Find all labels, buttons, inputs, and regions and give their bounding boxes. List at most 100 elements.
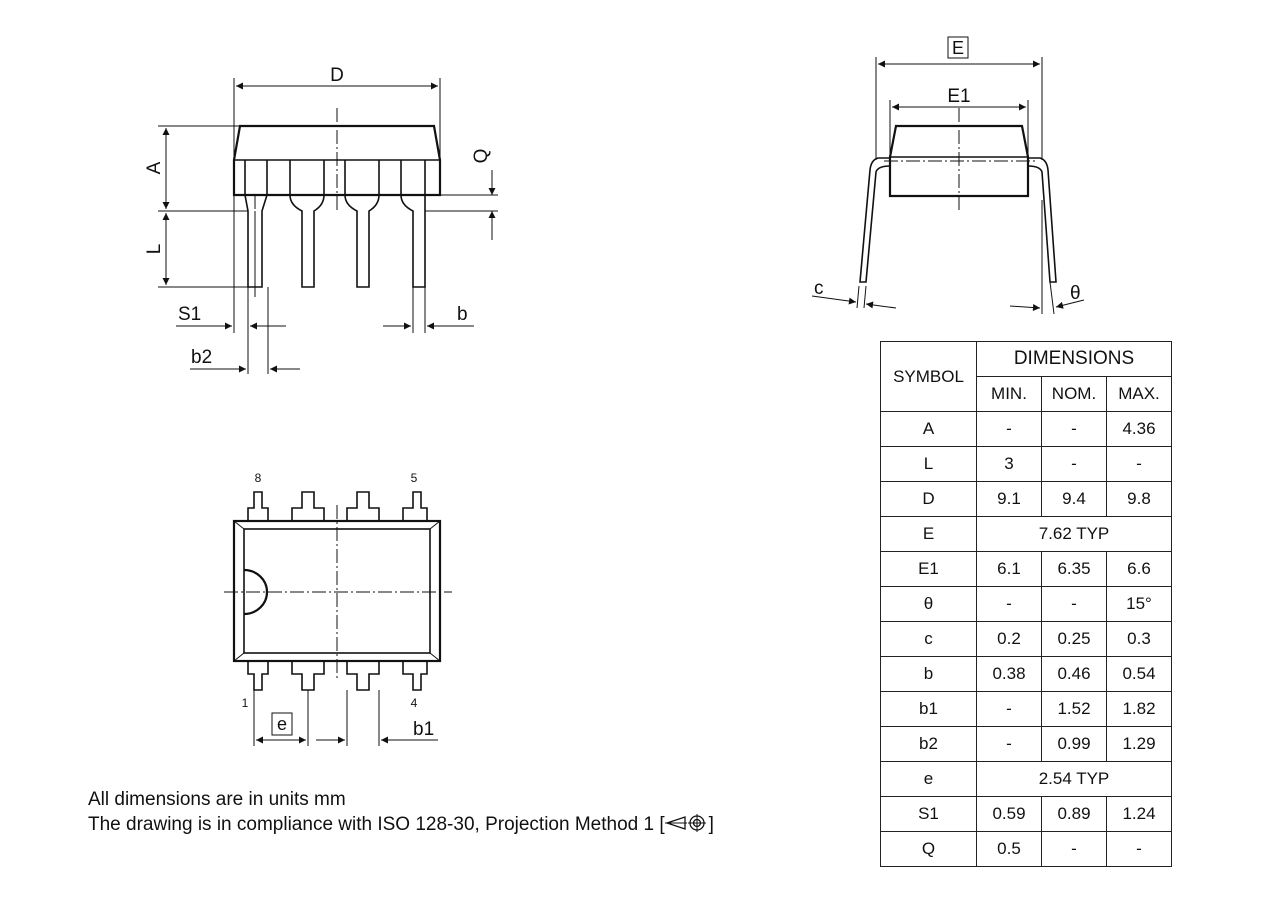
dimension-b1: b1 [316, 690, 438, 746]
table-row: L 3 - - [880, 446, 1172, 482]
label-E1: E1 [947, 86, 970, 107]
label-b: b [457, 304, 468, 325]
dimension-D: D [233, 65, 441, 160]
pin-number-4: 4 [411, 696, 418, 710]
label-b1: b1 [413, 719, 434, 740]
row-min: - [976, 726, 1042, 762]
row-max: 1.82 [1106, 691, 1172, 727]
symbol-header: SYMBOL [880, 341, 977, 412]
row-symbol: A [880, 411, 977, 447]
row-merged: 7.62 TYP [976, 516, 1172, 552]
dimension-L: L [144, 213, 250, 288]
row-symbol: D [880, 481, 977, 517]
row-symbol: b1 [880, 691, 977, 727]
row-min: - [976, 691, 1042, 727]
row-merged: 2.54 TYP [976, 761, 1172, 797]
projection-method-icon [664, 814, 706, 832]
row-symbol: L [880, 446, 977, 482]
projection-note-text: The drawing is in compliance with ISO 12… [88, 814, 665, 835]
max-header: MAX. [1106, 376, 1172, 412]
row-nom: - [1041, 831, 1107, 867]
row-max: - [1106, 831, 1172, 867]
dimension-b: b [383, 287, 474, 333]
row-nom: - [1041, 411, 1107, 447]
label-b2: b2 [191, 347, 212, 368]
row-min: 0.2 [976, 621, 1042, 657]
row-symbol: S1 [880, 796, 977, 832]
row-min: 6.1 [976, 551, 1042, 587]
row-max: 4.36 [1106, 411, 1172, 447]
row-symbol: E [880, 516, 977, 552]
row-max: 1.29 [1106, 726, 1172, 762]
row-max: - [1106, 446, 1172, 482]
label-theta: θ [1070, 283, 1081, 304]
table-row: E 7.62 TYP [880, 516, 1172, 552]
pin-number-8: 8 [255, 471, 262, 485]
row-min: - [976, 411, 1042, 447]
row-nom: 0.46 [1041, 656, 1107, 692]
table-row: b 0.38 0.46 0.54 [880, 656, 1172, 692]
row-symbol: Q [880, 831, 977, 867]
units-note: All dimensions are in units mm [88, 789, 346, 810]
row-min: 0.38 [976, 656, 1042, 692]
top-leads [247, 491, 428, 521]
table-row: θ - - 15° [880, 586, 1172, 622]
table-row: A - - 4.36 [880, 411, 1172, 447]
row-symbol: E1 [880, 551, 977, 587]
row-max: 6.6 [1106, 551, 1172, 587]
table-row: b1 - 1.52 1.82 [880, 691, 1172, 727]
top-view: 8 5 1 4 e b1 [224, 471, 452, 746]
row-symbol: b [880, 656, 977, 692]
dimension-theta: θ [1009, 200, 1085, 315]
label-E: E [952, 38, 964, 58]
label-A: A [144, 161, 165, 174]
dimension-b2: b2 [190, 287, 300, 374]
row-min: 0.59 [976, 796, 1042, 832]
row-nom: 1.52 [1041, 691, 1107, 727]
pin1-notch [243, 568, 269, 616]
row-min: 9.1 [976, 481, 1042, 517]
dimensions-header: DIMENSIONS [976, 341, 1172, 377]
end-view: E E1 c θ [811, 36, 1085, 315]
row-nom: 9.4 [1041, 481, 1107, 517]
dimension-c: c [811, 278, 897, 309]
row-symbol: c [880, 621, 977, 657]
side-view-leads [244, 160, 426, 288]
label-L: L [144, 244, 165, 255]
pin-number-5: 5 [411, 471, 418, 485]
row-max: 9.8 [1106, 481, 1172, 517]
dimension-S1: S1 [176, 195, 286, 374]
side-view: D A L Q S1 [144, 65, 498, 374]
table-row: b2 - 0.99 1.29 [880, 726, 1172, 762]
row-symbol: b2 [880, 726, 977, 762]
row-nom: 6.35 [1041, 551, 1107, 587]
end-view-leads [859, 157, 1057, 283]
row-max: 15° [1106, 586, 1172, 622]
table-row: E1 6.1 6.35 6.6 [880, 551, 1172, 587]
dimensions-table: SYMBOL DIMENSIONS MIN. NOM. MAX. A - - 4… [880, 341, 1172, 867]
row-nom: 0.99 [1041, 726, 1107, 762]
row-nom: 0.25 [1041, 621, 1107, 657]
label-D: D [330, 65, 344, 86]
row-max: 0.54 [1106, 656, 1172, 692]
dimension-Q: Q [425, 149, 498, 240]
table-row: e 2.54 TYP [880, 761, 1172, 797]
projection-note-end: ] [708, 814, 714, 835]
row-min: 3 [976, 446, 1042, 482]
row-nom: 0.89 [1041, 796, 1107, 832]
nom-header: NOM. [1041, 376, 1107, 412]
projection-note: The drawing is in compliance with ISO 12… [88, 812, 714, 838]
basic-dimension-box-E [947, 36, 969, 59]
row-min: - [976, 586, 1042, 622]
row-symbol: e [880, 761, 977, 797]
row-max: 0.3 [1106, 621, 1172, 657]
label-S1: S1 [178, 304, 201, 325]
row-max: 1.24 [1106, 796, 1172, 832]
pin-number-1: 1 [242, 696, 249, 710]
table-row: c 0.2 0.25 0.3 [880, 621, 1172, 657]
row-nom: - [1041, 446, 1107, 482]
row-nom: - [1041, 586, 1107, 622]
dimension-e: e [253, 690, 309, 746]
dimension-E1: E1 [889, 86, 1029, 157]
